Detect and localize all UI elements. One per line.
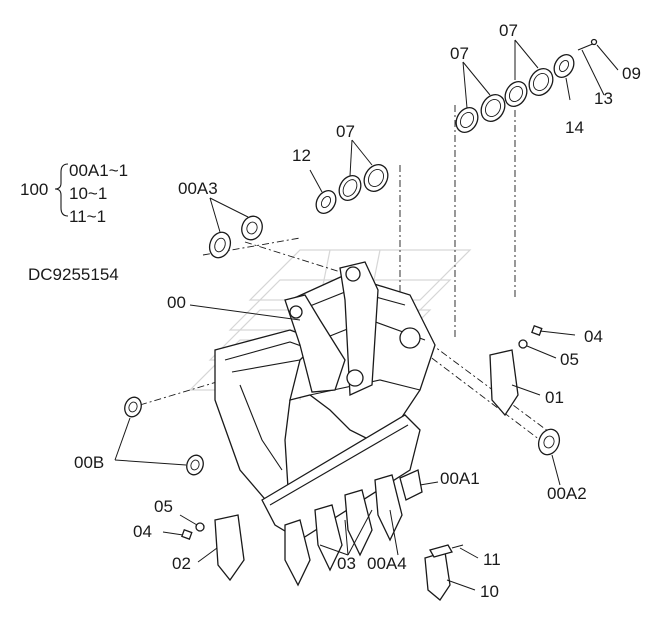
- washer-14-hole: [558, 59, 570, 73]
- label-00: 00: [167, 293, 186, 312]
- washer-05-lower: [195, 522, 205, 532]
- side-cutter-02: [214, 514, 245, 582]
- label-03: 03: [337, 554, 356, 573]
- washer-12: [315, 190, 337, 214]
- label-07: 07: [336, 122, 355, 141]
- nut-04-upper: [531, 324, 543, 336]
- label-10: 10: [480, 582, 499, 601]
- label-09: 09: [622, 64, 641, 83]
- label-07: 07: [499, 21, 518, 40]
- label-02: 02: [172, 554, 191, 573]
- nut-04-lower: [181, 528, 193, 540]
- washer-12-hole: [320, 195, 332, 209]
- bucket-body: [214, 261, 436, 541]
- label-01: 01: [545, 388, 564, 407]
- label-00A3: 00A3: [178, 179, 218, 198]
- label-14: 14: [565, 118, 584, 137]
- bushing-00A2: [537, 428, 561, 456]
- washer-05-upper: [518, 339, 528, 349]
- adapter-00A1: [399, 469, 423, 501]
- tooth-part-10: [424, 551, 451, 601]
- label-05: 05: [560, 350, 579, 369]
- label-13: 13: [594, 89, 613, 108]
- bolt-09: [590, 38, 598, 46]
- bushing-00B: [124, 396, 204, 476]
- label-00A4: 00A4: [367, 554, 407, 573]
- rings-07-upper: [455, 68, 554, 133]
- group-brace: [54, 163, 69, 217]
- pin-part-11: [429, 544, 453, 558]
- leader-lines: [114, 39, 619, 591]
- bushing-00A2-hole: [543, 435, 555, 449]
- label-11: 11: [483, 550, 501, 569]
- group-line-1: 00A1~1: [69, 161, 128, 180]
- label-05: 05: [154, 497, 173, 516]
- group-line-3: 11~1: [69, 207, 106, 226]
- bucket-teeth: [284, 474, 403, 587]
- washer-14: [553, 54, 575, 78]
- diagram-code: DC9255154: [28, 265, 119, 284]
- label-04: 04: [133, 522, 152, 541]
- label-00B: 00B: [74, 453, 104, 472]
- rings-07-center: [338, 164, 389, 201]
- label-00A2: 00A2: [547, 484, 587, 503]
- side-cutter-01: [489, 349, 519, 417]
- label-07: 07: [450, 44, 469, 63]
- label-00A1: 00A1: [440, 469, 480, 488]
- label-04: 04: [584, 327, 603, 346]
- bushing-00A3: [208, 215, 263, 259]
- label-12: 12: [292, 146, 311, 165]
- pin-part-11-tail: [451, 544, 464, 549]
- group-qty: 100: [20, 180, 48, 199]
- group-line-2: 10~1: [69, 184, 107, 203]
